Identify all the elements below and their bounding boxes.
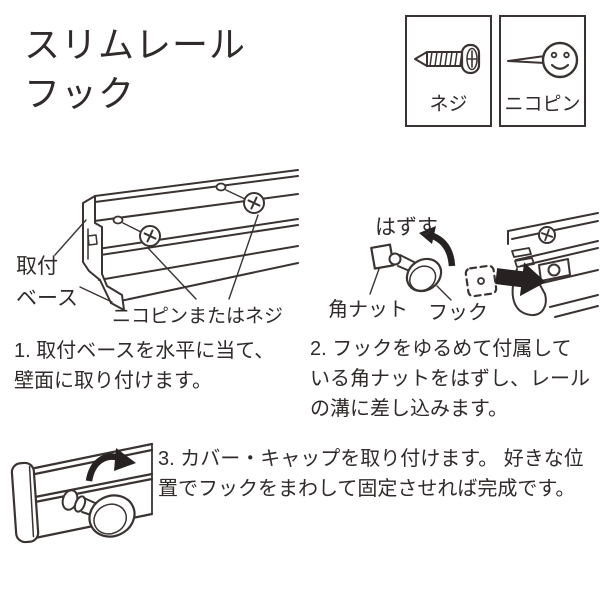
step-2-text: 2. フックをゆるめて付属して いる角ナットをはずし、レール の溝に差し込みます… <box>310 334 600 424</box>
smiley-pin-icon <box>506 41 578 79</box>
label-hook: フック <box>428 301 488 324</box>
legend-box-screw: ネジ <box>405 15 492 127</box>
screw-head-1 <box>139 225 161 247</box>
square-nut-dashed <box>464 264 498 298</box>
page-title: スリムレール フック <box>24 20 246 118</box>
legend-label-screw: ネジ <box>429 94 468 115</box>
end-cap <box>10 461 40 544</box>
hook-assembly <box>370 243 443 293</box>
rail-cross-section <box>507 212 599 318</box>
pointer-lines <box>54 214 259 303</box>
step-1-text: 1. 取付ベースを水平に当て、 壁面に取り付けます。 <box>14 336 310 396</box>
rail-perspective-drawing <box>82 169 299 311</box>
label-remove: はずす <box>375 216 438 239</box>
screw-icon <box>413 43 480 75</box>
diagram-finished-hook <box>10 442 154 544</box>
fastener-holes <box>112 182 246 233</box>
diagram-mounting-base: 取付 ベース ニコピンまたはネジ <box>16 169 299 327</box>
rotate-arrow <box>85 448 136 482</box>
pointer-nut <box>369 268 380 295</box>
step-3-text: 3. カバー・キャップを取り付けます。 好きな位 置でフックをまわして固定させれ… <box>158 444 600 504</box>
pointer-hook <box>436 285 452 301</box>
step-2-line: 2. フックをゆるめて付属して <box>310 338 572 360</box>
page-title-line1: スリムレール <box>24 24 247 65</box>
screw-head-2 <box>243 192 265 214</box>
legend-box-pin: ニコピン <box>499 15 586 127</box>
label-mounting-base-line1: 取付 <box>16 255 58 278</box>
legend-label-pin: ニコピン <box>504 94 581 115</box>
label-mounting-base-line2: ベース <box>16 287 78 310</box>
page-title-line2: フック <box>24 73 136 114</box>
step-2-line: いる角ナットをはずし、レール <box>310 368 590 390</box>
hook-side-view <box>61 489 136 538</box>
diagram-hook-insert: はずす 角ナット フック <box>328 212 599 324</box>
label-fastener: ニコピンまたはネジ <box>112 306 283 327</box>
label-square-nut: 角ナット <box>328 298 408 321</box>
step-3-line: 3. カバー・キャップを取り付けます。 好きな位 <box>158 448 584 470</box>
step-2-line: の溝に差し込みます。 <box>310 398 508 420</box>
step-1-line: 1. 取付ベースを水平に当て、 <box>14 340 275 362</box>
insert-arrow <box>495 262 546 297</box>
remove-rotate-arrow <box>419 226 456 267</box>
step-3-line: 置でフックをまわして固定させれば完成です。 <box>158 478 576 500</box>
step-1-line: 壁面に取り付けます。 <box>14 370 212 392</box>
